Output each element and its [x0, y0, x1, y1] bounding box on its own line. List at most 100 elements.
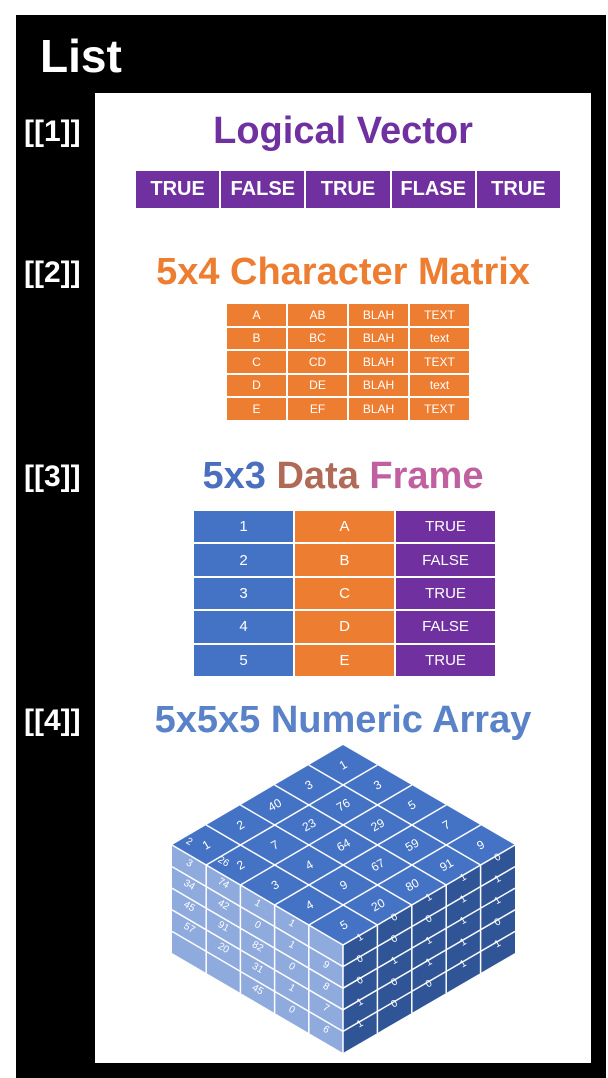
dataframe-cell: TRUE — [396, 511, 497, 545]
dataframe-cell: C — [295, 577, 396, 612]
cube-side-value: 0 — [493, 916, 504, 929]
vector-cell: TRUE — [476, 171, 562, 208]
list-title: List — [40, 30, 122, 82]
dataframe-cell: 2 — [194, 544, 295, 578]
vector-cell: FLASE — [391, 171, 477, 208]
heading-data-frame-part-1: 5x3 — [202, 455, 266, 497]
cube-front-value: 1 — [287, 1025, 298, 1038]
cube-front-value: 6 — [321, 1024, 332, 1037]
matrix-cell: DE — [288, 374, 349, 398]
cube-front-value: 3 — [184, 857, 195, 870]
cube-front-value: 42 — [216, 898, 232, 913]
dataframe-cell: 4 — [194, 611, 295, 645]
cube-front-value: 20 — [216, 941, 232, 956]
cube-side-value: 1 — [355, 1018, 366, 1031]
cube-top-value: 23 — [300, 815, 319, 834]
matrix-cell: BLAH — [349, 304, 410, 328]
cube-front-face — [172, 845, 343, 1053]
cube-side-value: 1 — [389, 955, 400, 968]
cube-side-value: 0 — [355, 953, 366, 966]
dataframe-cell: FALSE — [396, 544, 497, 578]
cube-top-grid-line — [274, 804, 447, 906]
cube-top-value: 91 — [437, 855, 456, 874]
matrix-cell: BLAH — [349, 351, 410, 375]
cube-top-value: 29 — [368, 815, 387, 834]
heading-data-frame: 5x3 Data Frame — [95, 454, 591, 498]
matrix-cell: B — [227, 327, 288, 351]
cube-side-grid-line — [342, 887, 516, 989]
cube-side-value: 1 — [355, 996, 366, 1009]
cube-edge — [171, 844, 344, 946]
cube-side-value: 0 — [389, 998, 400, 1011]
cube-front-value: 45 — [182, 899, 198, 914]
matrix-cell: text — [410, 374, 471, 398]
cube-top-grid-line — [274, 784, 447, 886]
matrix-cell: A — [227, 304, 288, 328]
cube-top-value: 67 — [369, 855, 388, 874]
cube-side-value: 0 — [389, 911, 400, 924]
cube-top-grid-line — [240, 784, 413, 886]
cube-side-grid-line — [342, 930, 516, 1033]
cube-front-value: 0 — [287, 961, 298, 974]
matrix-cell: EF — [288, 398, 349, 422]
matrix-cell: TEXT — [410, 304, 471, 328]
index-label-4: [[4]] — [24, 704, 81, 737]
dataframe-cell: 5 — [194, 644, 295, 678]
cube-side-value: 0 — [424, 978, 435, 991]
cube-top-value: 80 — [403, 875, 422, 894]
cube-front-value: 8 — [321, 981, 332, 994]
cube-front-grid-line — [171, 887, 344, 989]
cube-side-grid-line — [342, 909, 516, 1011]
matrix-cell: AB — [288, 304, 349, 328]
heading-data-frame-part-2: Data — [276, 455, 359, 497]
cube-side-value: 1 — [458, 915, 469, 928]
cube-side-value: 0 — [389, 933, 400, 946]
cube-front-value: 0 — [287, 1004, 298, 1017]
matrix-cell: D — [227, 374, 288, 398]
matrix-cell: TEXT — [410, 398, 471, 422]
heading-character-matrix: 5x4 Character Matrix — [156, 251, 530, 293]
cube-side-value: 1 — [355, 931, 366, 944]
cube-front-value: 9 — [321, 959, 332, 972]
cube-side-value: 0 — [493, 851, 504, 864]
cube-side-value: 1 — [424, 956, 435, 969]
cube-top-grid-line — [205, 764, 378, 866]
cube-front-value: 1 — [287, 917, 298, 930]
vector-cell: TRUE — [136, 171, 222, 208]
dataframe-cell: E — [295, 644, 396, 678]
cube-top-value: 59 — [403, 835, 422, 854]
cube-front-value: 0 — [252, 919, 263, 932]
cube-front-value: 26 — [216, 854, 232, 869]
cube-top-grid-line — [240, 804, 413, 906]
cube-top-grid-line — [205, 824, 378, 926]
cube-edge — [342, 844, 516, 946]
cube-front-grid-line — [171, 930, 344, 1033]
cube-side-value: 0 — [424, 913, 435, 926]
cube-top-value: 40 — [265, 795, 284, 814]
cube-side-value: 1 — [458, 958, 469, 971]
cube-side-grid-line — [342, 865, 516, 968]
cube-top-value: 76 — [334, 795, 353, 814]
cube-front-value: 74 — [216, 876, 232, 891]
cube-front-value: 2 — [184, 836, 195, 849]
cube-front-value: 31 — [250, 961, 266, 976]
cube-front-value: 57 — [182, 921, 198, 936]
cube-front-value: 1 — [252, 897, 263, 910]
matrix-cell: C — [227, 351, 288, 375]
matrix-cell: BC — [288, 327, 349, 351]
cube-top-grid-line — [308, 764, 481, 866]
cube-side-value: 0 — [389, 976, 400, 989]
cube-side-value: 1 — [458, 871, 469, 884]
cube-front-value: 82 — [250, 939, 266, 954]
matrix-cell: BLAH — [349, 398, 410, 422]
dataframe-cell: TRUE — [396, 644, 497, 678]
cube-front-value: 7 — [321, 1002, 332, 1015]
dataframe-cell: TRUE — [396, 577, 497, 612]
heading-data-frame-part-3: Frame — [369, 455, 484, 497]
cube-side-value: 1 — [493, 938, 504, 951]
cube-side-value: 1 — [424, 935, 435, 948]
cube-top-value: 64 — [334, 835, 353, 854]
matrix-cell: TEXT — [410, 351, 471, 375]
matrix-cell: E — [227, 398, 288, 422]
dataframe-cell: B — [295, 544, 396, 578]
